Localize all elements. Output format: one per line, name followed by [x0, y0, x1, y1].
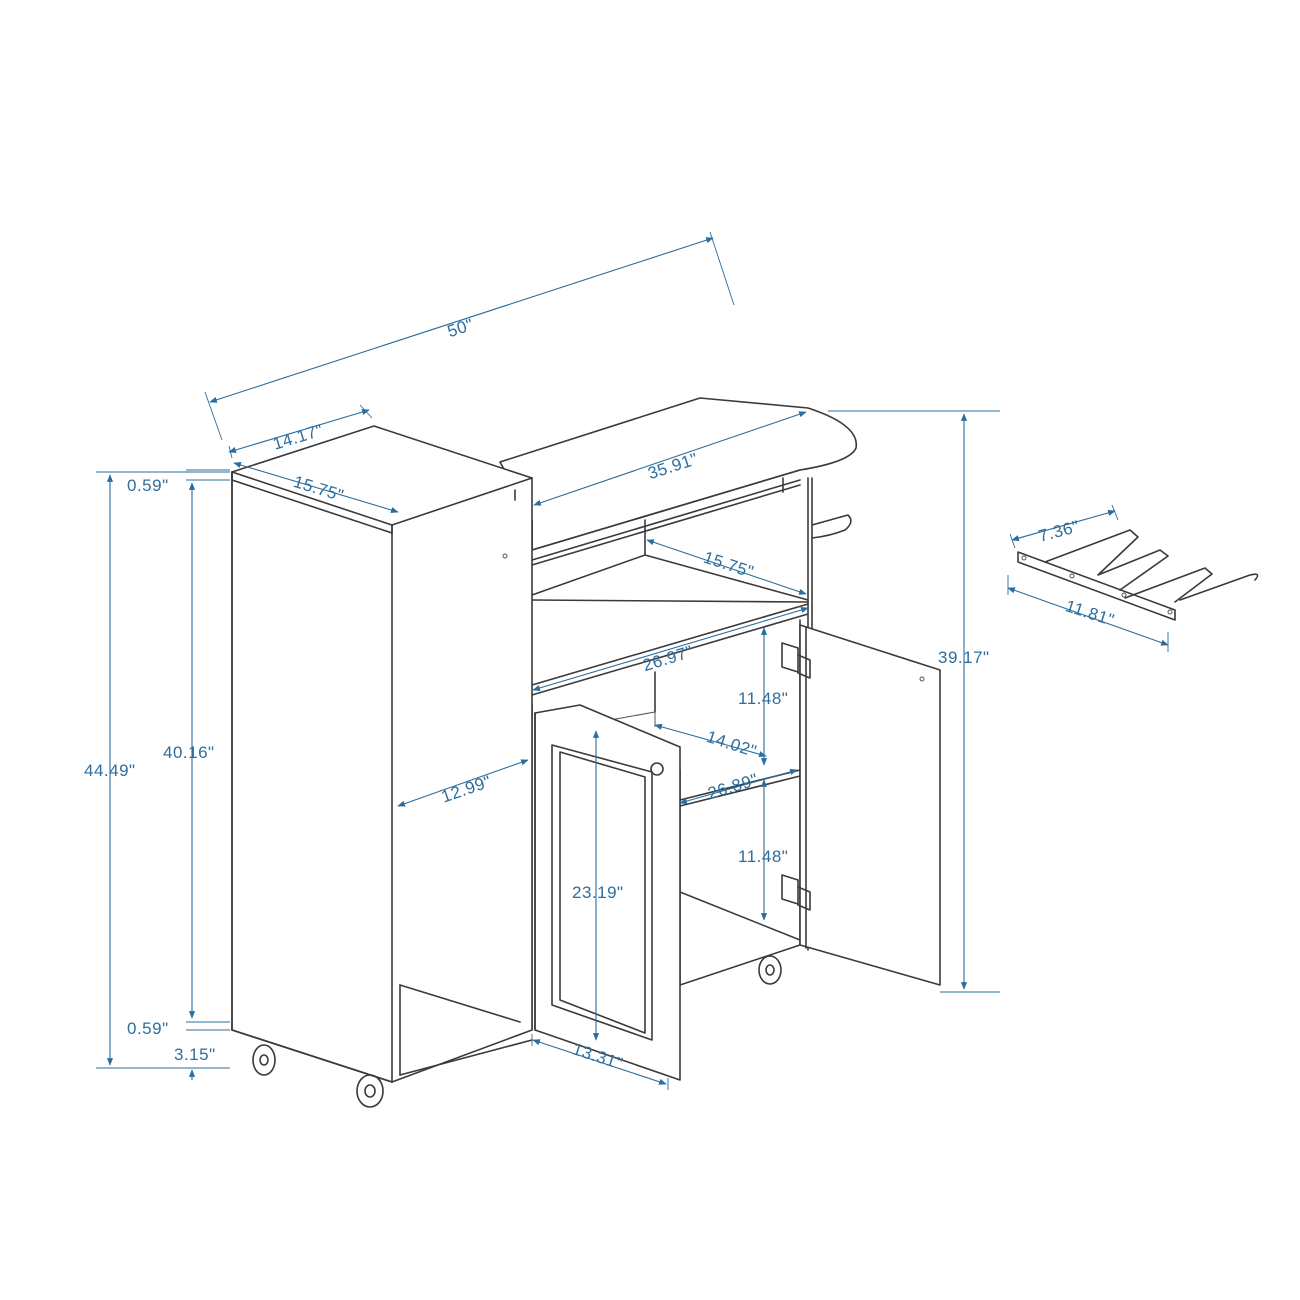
dim-tall-height: 44.49": [84, 761, 136, 780]
dim-shelf-depth: 15.75": [701, 548, 756, 582]
dim-caster-height: 3.15": [174, 1045, 216, 1064]
dim-upper-compartment: 11.48": [738, 689, 788, 708]
dim-rack-depth: 7.36": [1036, 517, 1081, 546]
dim-top-thickness: 0.59": [127, 476, 169, 495]
dim-rack-width: 11.81": [1063, 596, 1117, 630]
dim-overall-height: 39.17": [938, 648, 990, 667]
right-door-open: [799, 624, 941, 986]
dim-bottom-thickness: 0.59": [127, 1019, 169, 1038]
dim-inner-shelf-depth: 14.02": [704, 727, 759, 761]
dim-door-height: 23.19": [572, 883, 624, 902]
iron-hanger-hook: [811, 514, 852, 539]
dimension-lines: [96, 231, 1169, 1090]
dim-body-height: 40.16": [163, 743, 215, 762]
casters: [252, 955, 782, 1108]
dim-overall-width: 50": [445, 315, 476, 341]
dim-lower-compartment: 11.48": [738, 847, 788, 866]
dim-shelf-width: 26.97": [641, 642, 696, 675]
iron-rack-accessory: [1017, 529, 1259, 621]
tall-cabinet: [231, 425, 533, 1083]
dim-inner-shelf-width: 26.89": [706, 770, 761, 803]
